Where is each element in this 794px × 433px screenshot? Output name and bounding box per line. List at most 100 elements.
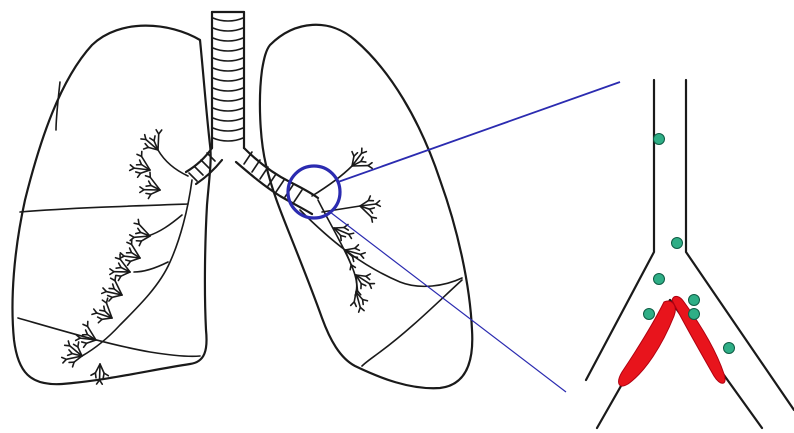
bronchiole xyxy=(148,194,151,198)
bronchiole xyxy=(130,168,134,170)
trachea-ring xyxy=(213,138,243,141)
bronchiole xyxy=(134,223,139,224)
particle xyxy=(644,309,655,320)
right-tree-upper-branch xyxy=(312,166,352,196)
bronchiole xyxy=(102,292,107,294)
bronchiole xyxy=(156,130,159,134)
trachea-ring xyxy=(213,88,243,91)
particle xyxy=(689,295,700,306)
particle xyxy=(654,134,665,145)
bronchus-ring xyxy=(294,190,302,202)
bronchiole xyxy=(92,313,97,314)
bronchiole xyxy=(360,307,364,310)
magnified-airway xyxy=(586,80,794,428)
right-tree-side-branch xyxy=(322,206,360,212)
left-tree-upper-branch xyxy=(158,150,188,176)
bronchiole xyxy=(109,297,112,301)
left-tree-lower-branch xyxy=(134,262,168,272)
bronchiole xyxy=(146,186,151,187)
bronchiole xyxy=(352,257,357,258)
bronchiole xyxy=(368,163,372,166)
bronchiole xyxy=(144,147,149,149)
bronchiole xyxy=(128,261,131,265)
particle-deposit-right xyxy=(672,296,725,383)
bronchus-ring xyxy=(189,173,197,181)
right-main-bronchus-upper-wall xyxy=(244,148,318,198)
trachea-ring xyxy=(213,68,243,71)
bronchiole xyxy=(138,173,141,177)
bronchiole xyxy=(136,232,141,233)
bronchiole xyxy=(63,359,66,363)
callout-line-upper xyxy=(338,82,620,182)
bronchiole xyxy=(354,302,356,307)
bronchus-ring xyxy=(260,167,268,179)
bronchiole xyxy=(104,373,108,376)
left-lung-border-detail xyxy=(56,82,60,130)
bronchus-ring xyxy=(252,160,260,172)
trachea-ring xyxy=(213,78,243,81)
airway-wall-right xyxy=(686,80,794,410)
callout-line-lower xyxy=(330,212,566,392)
bronchiole xyxy=(111,278,115,280)
bronchiole xyxy=(100,380,103,384)
left-lung-fissure-upper xyxy=(20,204,188,212)
bronchus-ring xyxy=(276,180,284,192)
trachea-ring xyxy=(213,118,243,121)
bronchiole xyxy=(110,272,114,275)
bronchiole xyxy=(141,139,146,140)
left-main-bronchus-upper-wall xyxy=(186,148,212,172)
trachea-ring xyxy=(213,38,243,41)
trachea-ring xyxy=(213,58,243,61)
left-bronchial-tree xyxy=(62,130,192,384)
bronchiole xyxy=(376,201,380,204)
bronchiole xyxy=(118,276,121,280)
bronchiole xyxy=(140,190,144,193)
particle xyxy=(672,238,683,249)
bronchiole xyxy=(158,134,159,150)
left-tree-mid-branch xyxy=(148,215,182,236)
airway-wall-left xyxy=(586,80,654,380)
bronchiole xyxy=(371,217,376,218)
right-lung-fissure xyxy=(300,210,462,286)
left-bronchiole-twigs xyxy=(62,130,162,384)
bronchus-ring xyxy=(201,160,209,168)
bronchiole xyxy=(369,208,374,209)
bronchiole xyxy=(74,344,78,347)
trachea-rings xyxy=(213,18,243,141)
bronchiole xyxy=(360,253,365,255)
bronchiole xyxy=(95,373,96,378)
bronchiole xyxy=(150,138,154,141)
callout-circle xyxy=(288,166,340,218)
bronchiole xyxy=(116,268,121,269)
right-tree-stem xyxy=(318,200,357,292)
main-bronchi xyxy=(186,148,318,214)
left-lung xyxy=(12,26,210,385)
bronchus-ring xyxy=(244,152,252,164)
right-lung-lower-lobe-line xyxy=(362,280,462,366)
particle xyxy=(689,309,700,320)
right-bronchiole-twigs xyxy=(334,148,380,312)
trachea-ring xyxy=(213,18,243,21)
bronchiole xyxy=(355,245,359,248)
trachea-ring xyxy=(213,98,243,101)
left-lung-fissure-lower xyxy=(18,318,200,356)
particle xyxy=(724,343,735,354)
trachea xyxy=(212,12,244,148)
trachea-ring xyxy=(213,28,243,31)
trachea-ring xyxy=(213,48,243,51)
particle xyxy=(654,274,665,285)
bronchus-ring xyxy=(195,167,203,175)
bronchiole xyxy=(76,338,80,340)
bronchiole xyxy=(366,274,370,276)
bronchiole xyxy=(84,343,87,347)
bronchiole xyxy=(352,152,354,157)
bronchiole xyxy=(354,292,356,302)
trachea-ring xyxy=(213,128,243,131)
bronchiole xyxy=(68,354,73,356)
bronchiole xyxy=(98,319,102,322)
bronchiole xyxy=(100,310,105,311)
trachea-ring xyxy=(213,108,243,111)
bronchiole xyxy=(102,300,106,303)
